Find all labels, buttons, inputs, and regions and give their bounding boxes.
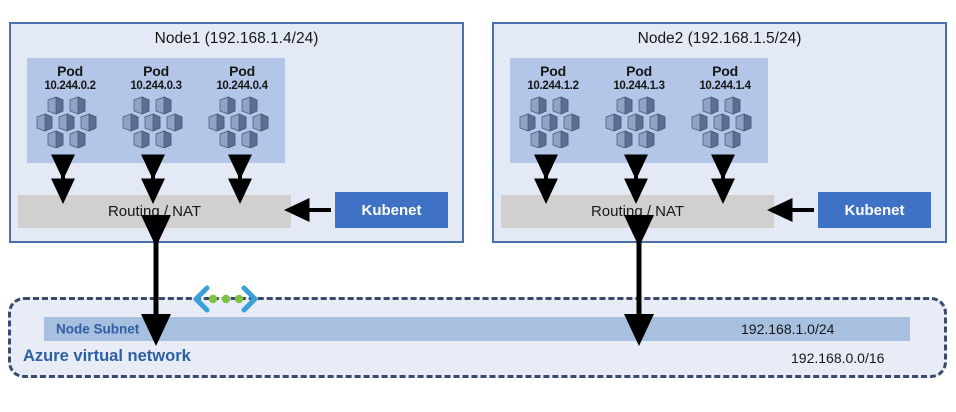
pod-label: Pod (626, 63, 652, 79)
pod-box-node1-0: Pod 10.244.0.2 (27, 58, 113, 163)
pod-ip: 10.244.0.4 (216, 79, 268, 92)
node-subnet-cidr: 192.168.1.0/24 (741, 321, 835, 337)
pod-label: Pod (229, 63, 255, 79)
azure-vnet-label: Azure virtual network (23, 347, 191, 365)
pod-label: Pod (540, 63, 566, 79)
node-subnet-bar: Node Subnet 192.168.1.0/24 (44, 317, 910, 341)
routing-nat-box-node1: Routing / NAT (18, 195, 291, 228)
routing-nat-box-node2: Routing / NAT (501, 195, 774, 228)
pod-cluster-icon (603, 96, 675, 153)
kubenet-label: Kubenet (844, 201, 905, 219)
pod-cluster-icon (206, 96, 278, 153)
routing-nat-label: Routing / NAT (590, 203, 685, 220)
pod-label: Pod (712, 63, 738, 79)
pod-box-node2-1: Pod 10.244.1.3 (596, 58, 682, 163)
pod-label: Pod (57, 63, 83, 79)
pod-ip: 10.244.1.3 (613, 79, 665, 92)
pod-cluster-icon (120, 96, 192, 153)
kubenet-box-node2: Kubenet (818, 192, 931, 228)
pod-box-node2-2: Pod 10.244.1.4 (682, 58, 768, 163)
kubenet-label: Kubenet (361, 201, 422, 219)
kubenet-box-node1: Kubenet (335, 192, 448, 228)
pod-ip: 10.244.1.4 (699, 79, 751, 92)
pod-cluster-icon (689, 96, 761, 153)
azure-vnet-cidr: 192.168.0.0/16 (791, 350, 885, 366)
pod-ip: 10.244.1.2 (527, 79, 579, 92)
pod-cluster-icon (34, 96, 106, 153)
routing-nat-label: Routing / NAT (107, 203, 202, 220)
node-subnet-label: Node Subnet (56, 321, 140, 337)
pod-box-node1-1: Pod 10.244.0.3 (113, 58, 199, 163)
pod-ip: 10.244.0.3 (130, 79, 182, 92)
pod-label: Pod (143, 63, 169, 79)
node-title-node1: Node1 (192.168.1.4/24) (154, 30, 319, 47)
pod-box-node2-0: Pod 10.244.1.2 (510, 58, 596, 163)
pod-box-node1-2: Pod 10.244.0.4 (199, 58, 285, 163)
pod-cluster-icon (517, 96, 589, 153)
pod-ip: 10.244.0.2 (44, 79, 96, 92)
node-title-node2: Node2 (192.168.1.5/24) (637, 30, 802, 47)
